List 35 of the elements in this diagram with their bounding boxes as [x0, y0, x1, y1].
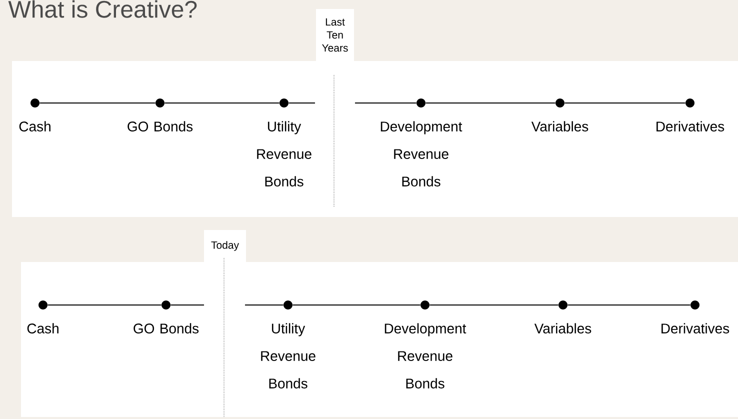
dot	[284, 300, 292, 310]
connector-line	[47, 304, 162, 306]
connector-line	[39, 102, 156, 104]
dot	[280, 98, 288, 108]
dot	[416, 98, 426, 108]
dot-label: Development Revenue Bonds	[380, 121, 462, 186]
title: What is Creative?	[8, 0, 197, 18]
dot-label: Variables	[531, 121, 588, 132]
dot-label: Development Revenue Bonds	[384, 323, 466, 388]
connector-line	[164, 102, 280, 104]
dot-label: GO Bonds	[134, 323, 199, 334]
dot	[420, 300, 430, 310]
dot	[156, 98, 164, 108]
connector-line	[429, 304, 559, 306]
dot-label: GO Bonds	[128, 121, 193, 132]
connector-line	[425, 102, 556, 104]
dot-label: Utility Revenue Bonds	[261, 323, 316, 388]
dot-label: Derivatives	[662, 323, 730, 334]
time-label: Last Ten Years	[316, 9, 354, 61]
dot	[162, 300, 170, 310]
connector-line	[292, 304, 421, 306]
dot	[30, 98, 40, 108]
dot	[690, 300, 700, 310]
dot	[556, 98, 564, 108]
dot-label: Derivatives	[656, 121, 724, 132]
dot-label: Cash	[19, 121, 50, 132]
dot	[38, 300, 48, 310]
connector-line	[567, 304, 691, 306]
connector-line	[564, 102, 686, 104]
dot-label: Variables	[534, 323, 592, 334]
dot	[686, 98, 694, 108]
dot-label: Utility Revenue Bonds	[257, 121, 312, 186]
dot-label: Cash	[27, 323, 58, 334]
time-label: Today	[204, 230, 246, 262]
dot	[558, 300, 568, 310]
